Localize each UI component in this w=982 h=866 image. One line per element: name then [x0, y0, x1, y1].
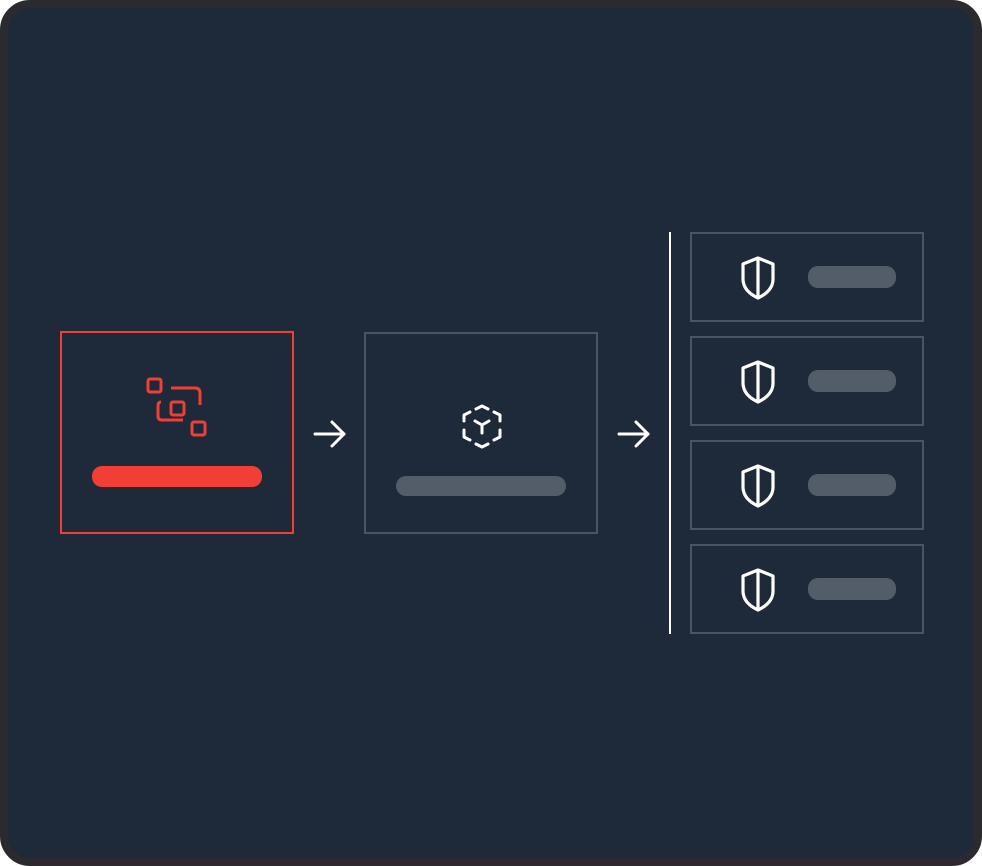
- output-label-placeholder: [808, 370, 896, 392]
- output-node: [690, 232, 924, 322]
- output-node: [690, 336, 924, 426]
- shield-icon: [741, 464, 775, 508]
- output-label-placeholder: [808, 266, 896, 288]
- output-node: [690, 440, 924, 530]
- shield-icon: [741, 360, 775, 404]
- process-label-placeholder: [396, 476, 566, 496]
- source-node: [60, 331, 294, 534]
- process-node: [364, 332, 598, 534]
- output-node: [690, 544, 924, 634]
- output-label-placeholder: [808, 474, 896, 496]
- arrow-right-icon: [617, 420, 650, 448]
- source-label-placeholder: [92, 466, 262, 487]
- shield-icon: [741, 256, 775, 300]
- scattered-squares-icon: [146, 377, 207, 437]
- divider-line: [669, 232, 671, 634]
- arrow-right-icon: [313, 420, 346, 448]
- shield-icon: [741, 568, 775, 612]
- output-label-placeholder: [808, 578, 896, 600]
- dashed-cube-icon: [462, 404, 502, 449]
